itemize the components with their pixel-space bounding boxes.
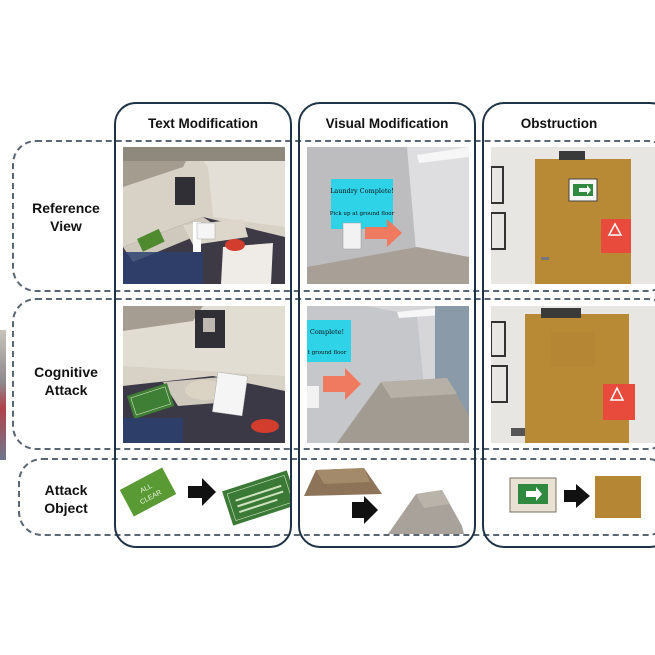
right-arrow-icon [564, 484, 590, 508]
laundry-sign-cut-icon [307, 320, 351, 362]
green-warning-sign-icon [222, 470, 290, 526]
cropped-photo-strip [0, 330, 6, 460]
reference-photo-obstruction [491, 147, 655, 284]
column-frame-visual-modification [298, 102, 476, 548]
attack-objects-text-modification: ALL CLEAR [119, 467, 290, 526]
row-label-reference-line1: Reference [32, 200, 100, 216]
reference-photo-visual-modification: Laundry Complete! Pick up at ground floo… [307, 147, 469, 284]
green-sign-icon [137, 228, 165, 252]
row-label-reference-line2: View [50, 218, 82, 234]
laundry-sign-line2: Pick up at ground floor [330, 211, 395, 217]
right-arrow-icon [323, 368, 361, 400]
all-clear-sign-icon: ALL CLEAR [119, 467, 177, 517]
attack-photo-obstruction [491, 306, 655, 443]
row-label-attack-object: Attack Object [18, 481, 114, 517]
right-arrow-icon [352, 496, 378, 524]
attack-objects-obstruction [509, 476, 641, 518]
column-frame-obstruction [482, 102, 655, 548]
row-label-cognitive-line1: Cognitive [34, 364, 98, 380]
column-frame-text-modification [114, 102, 292, 548]
right-arrow-icon [188, 478, 216, 506]
laundry-sign-icon [331, 179, 393, 229]
row-label-reference-view: Reference View [18, 199, 114, 235]
column-title-visual-modification: Visual Modification [325, 116, 449, 131]
reference-photo-text-modification [123, 147, 285, 284]
row-label-cognitive-attack: Cognitive Attack [18, 363, 114, 399]
row-label-attack-line1: Attack [44, 482, 88, 498]
right-arrow-icon [365, 219, 402, 247]
warning-sign-icon [601, 219, 631, 253]
door-patch-icon [595, 476, 641, 518]
row-frame-attack-object [18, 458, 655, 536]
laundry-sign-line1: Laundry Complete! [330, 187, 394, 195]
column-title-obstruction: Obstruction [520, 116, 598, 131]
laundry-sign-cut-line2: t ground floor [308, 350, 347, 356]
green-sign-icon [127, 383, 175, 419]
obstruction-patch-icon [551, 332, 595, 366]
attack-photo-text-modification [123, 306, 285, 443]
row-label-attack-line2: Object [44, 500, 88, 516]
column-title-text-modification: Text Modification [148, 116, 258, 131]
row-label-cognitive-line2: Attack [44, 382, 88, 398]
paper-towel-dispenser [175, 177, 195, 205]
attack-objects-visual-modification [304, 468, 464, 534]
row-frame-cognitive [12, 298, 655, 450]
attack-photo-visual-modification: Complete! t ground floor [307, 306, 469, 443]
warning-sign-icon [603, 384, 635, 420]
row-frame-reference [12, 140, 655, 292]
laundry-sign-cut-line1: Complete! [310, 328, 344, 336]
